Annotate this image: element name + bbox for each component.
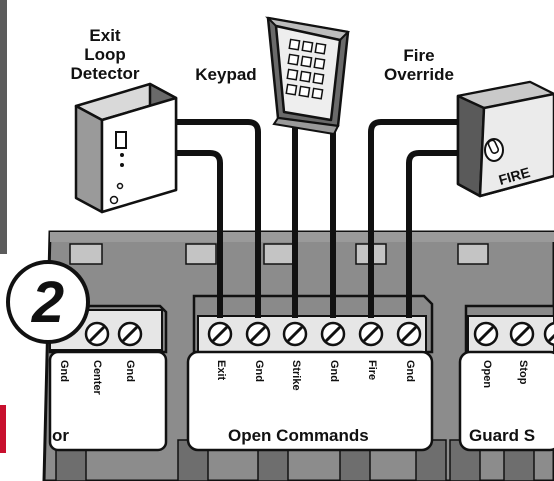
left-edge-bar	[0, 0, 7, 254]
terminal-label: Fire	[366, 360, 378, 381]
screw-icon	[396, 321, 422, 347]
wire-fire-gnd	[406, 150, 460, 318]
fire-override-label: Fire Override	[384, 46, 454, 84]
terminal-label: Gnd	[404, 360, 416, 382]
terminal-label: Gnd	[328, 360, 340, 382]
keypad-icon	[265, 16, 351, 136]
screw-icon	[473, 321, 499, 347]
terminal-label: Stop	[517, 360, 529, 385]
screw-icon	[320, 321, 346, 347]
terminal-label: Gnd	[58, 360, 70, 382]
terminal-label: Open	[481, 360, 493, 389]
screw-icon	[117, 321, 143, 347]
screw-icon	[358, 321, 384, 347]
keypad-label: Keypad	[195, 65, 257, 84]
wire-exit	[155, 150, 223, 318]
left-red-tab	[0, 405, 6, 453]
fire-override-icon: FIRE	[456, 80, 554, 198]
open-commands-label: Open Commands	[228, 426, 369, 445]
screw-icon	[509, 321, 535, 347]
terminal-label: Strike	[290, 360, 302, 391]
wires	[155, 110, 460, 318]
terminal-screws	[84, 321, 554, 347]
screw-icon	[245, 321, 271, 347]
screw-icon	[207, 321, 233, 347]
terminal-label: Exit	[215, 360, 227, 381]
terminal-label: Center	[91, 360, 103, 395]
guard-group-label: Guard S	[469, 426, 536, 445]
screw-icon	[84, 321, 110, 347]
screw-icon	[282, 321, 308, 347]
wire-fire	[368, 119, 460, 318]
left-group-label: or	[52, 426, 69, 445]
exit-loop-detector-icon	[74, 82, 178, 214]
wire-exit-gnd	[168, 119, 261, 318]
terminal-label: Gnd	[124, 360, 136, 382]
step-number-badge: 2	[6, 260, 90, 344]
exit-loop-detector-label: Exit Loop Detector	[70, 26, 140, 83]
screw-icon	[543, 321, 554, 347]
terminal-label: Gnd	[253, 360, 265, 382]
